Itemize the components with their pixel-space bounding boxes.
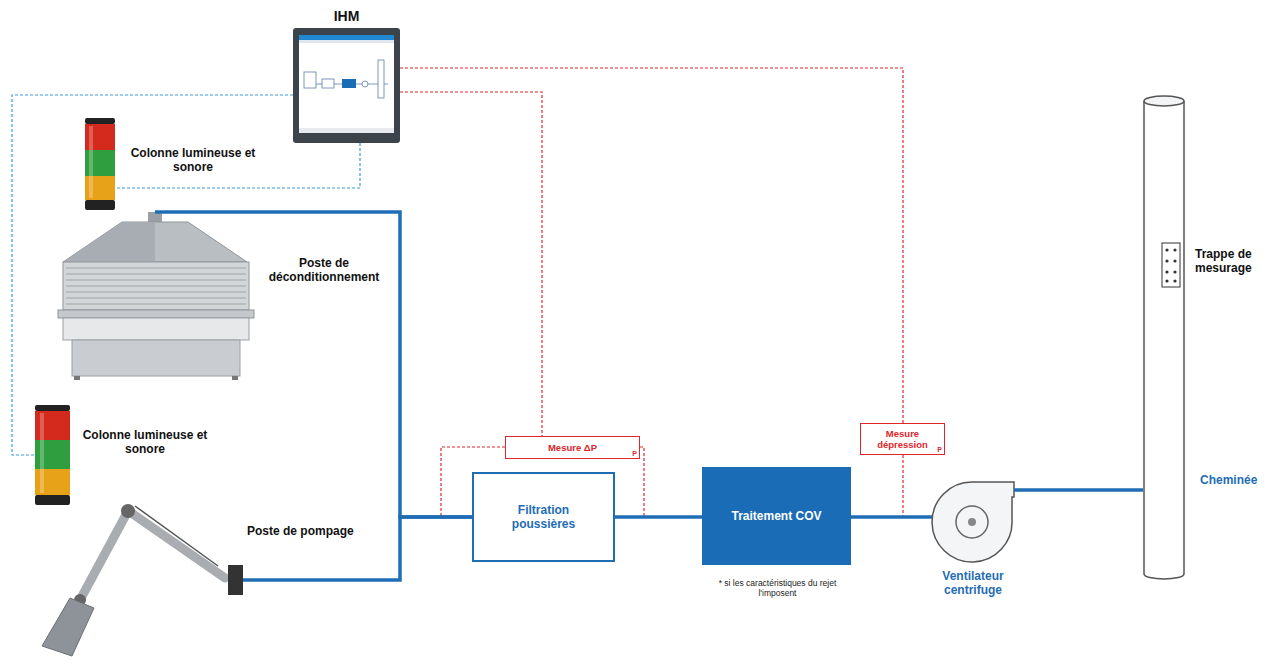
node-label: Colonne lumineuse et sonore <box>80 428 210 457</box>
fan-symbol: Ventilateur centrifuge <box>932 480 1014 563</box>
corner-mark: P <box>632 450 637 458</box>
unpacking-hood-part <box>63 318 249 340</box>
extraction-arm <box>42 504 243 656</box>
signal-line <box>12 95 293 455</box>
hmi-screen-part <box>378 60 384 98</box>
signal-tower-part <box>40 413 44 493</box>
chimney-stack: Cheminée <box>1143 95 1185 580</box>
hmi-screen-part <box>299 35 394 40</box>
signal-line <box>400 92 542 436</box>
extraction-arm-part <box>135 506 218 566</box>
pressure-tap-line-part <box>640 447 644 517</box>
hmi-screen-part <box>342 79 356 88</box>
hmi-screen-part <box>322 79 334 88</box>
cylinder-body <box>1144 101 1184 579</box>
measuring-hatch-part <box>1173 270 1176 273</box>
node-label: Cheminée <box>1200 473 1257 487</box>
node-label: Poste de pompage <box>247 524 354 538</box>
signal-tower: Colonne lumineuse et sonore <box>85 118 115 210</box>
air-duct <box>615 515 702 519</box>
unpacking-hood-part <box>58 310 254 318</box>
measuring-hatch-part <box>1173 248 1176 251</box>
signal-tower: Colonne lumineuse et sonore <box>35 405 70 505</box>
hmi-screen-part <box>299 40 394 43</box>
measuring-hatch-part <box>1162 243 1180 287</box>
signal-line <box>115 143 360 188</box>
node-label: Colonne lumineuse et sonore <box>128 146 258 175</box>
part-name: Trappe de mesurage <box>1195 247 1267 276</box>
measuring-hatch-part <box>1173 259 1176 262</box>
hmi-screen-part <box>304 72 316 88</box>
measuring-hatch-part <box>1165 259 1168 262</box>
corner-mark: P <box>937 446 942 454</box>
unpacking-station: Poste de déconditionnement <box>55 212 250 380</box>
signal-line <box>400 68 903 423</box>
footnote: * si les caractéristiques du rejet l'imp… <box>700 578 855 598</box>
sensor-box: Mesure dépressionP <box>860 423 945 455</box>
node-label: Traitement COV <box>731 509 821 523</box>
node-label: Filtration poussières <box>494 503 594 532</box>
centrifugal-fan-part <box>956 506 988 538</box>
extraction-arm-part <box>80 511 128 600</box>
signal-tower-part <box>35 405 70 411</box>
extraction-arm-part <box>130 512 225 578</box>
label-layer: * si les caractéristiques du rejet l'imp… <box>0 0 155 29</box>
hmi-screen <box>293 28 400 143</box>
measuring-hatch <box>1162 243 1180 287</box>
node-label: Mesure dépression <box>869 428 937 451</box>
centrifugal-fan <box>932 482 1014 562</box>
unpacking-hood-part <box>66 268 246 304</box>
unpacking-hood-part <box>232 376 238 380</box>
measuring-hatch-part <box>1165 270 1168 273</box>
unpacking-hood-part <box>72 340 240 376</box>
hmi-screen-part <box>362 81 368 87</box>
hmi-screen: IHM <box>293 28 400 143</box>
node-label: IHM <box>334 8 360 25</box>
extraction-arm-part <box>121 504 135 518</box>
signal-tower <box>85 118 115 210</box>
unpacking-hood-part <box>74 376 80 380</box>
measuring-hatch-part <box>1173 279 1176 282</box>
unpacking-hood-part <box>63 222 155 262</box>
unpacking-hood-part <box>63 222 247 262</box>
signal-tower-part <box>89 126 93 198</box>
air-duct <box>851 515 932 519</box>
cylinder-top <box>1144 96 1184 106</box>
extraction-arm-part <box>228 565 243 595</box>
signal-tower-part <box>85 200 115 210</box>
centrifugal-fan-part <box>968 518 976 526</box>
unpacking-hood-part <box>63 262 249 310</box>
pressure-tap-line-part <box>902 455 903 517</box>
sensor-box: Mesure ΔP P <box>505 436 640 459</box>
unpacking-hood <box>58 212 254 380</box>
centrifugal-fan-part <box>932 482 1014 562</box>
signal-tower-part <box>35 495 70 505</box>
measuring-hatch-part <box>1165 248 1168 251</box>
extraction-arm-part <box>42 598 94 656</box>
signal-tower-part <box>85 118 115 124</box>
hmi-screen-part <box>299 128 394 133</box>
air-duct <box>1014 488 1143 492</box>
cylinder-outline <box>1143 95 1185 580</box>
air-duct <box>155 212 472 517</box>
hmi-screen-part <box>293 28 400 143</box>
signal-tower <box>35 405 70 505</box>
node-label: Poste de déconditionnement <box>258 256 390 285</box>
pumping-station: Poste de pompage <box>40 505 243 660</box>
process-box: Filtration poussières <box>472 472 615 562</box>
node-label: Ventilateur centrifuge <box>928 569 1018 598</box>
process-box: Traitement COV <box>702 467 851 565</box>
air-duct <box>243 517 472 580</box>
node-label: Mesure ΔP <box>548 442 597 453</box>
measuring-hatch-part <box>1165 279 1168 282</box>
hmi-screen-part <box>299 35 394 133</box>
